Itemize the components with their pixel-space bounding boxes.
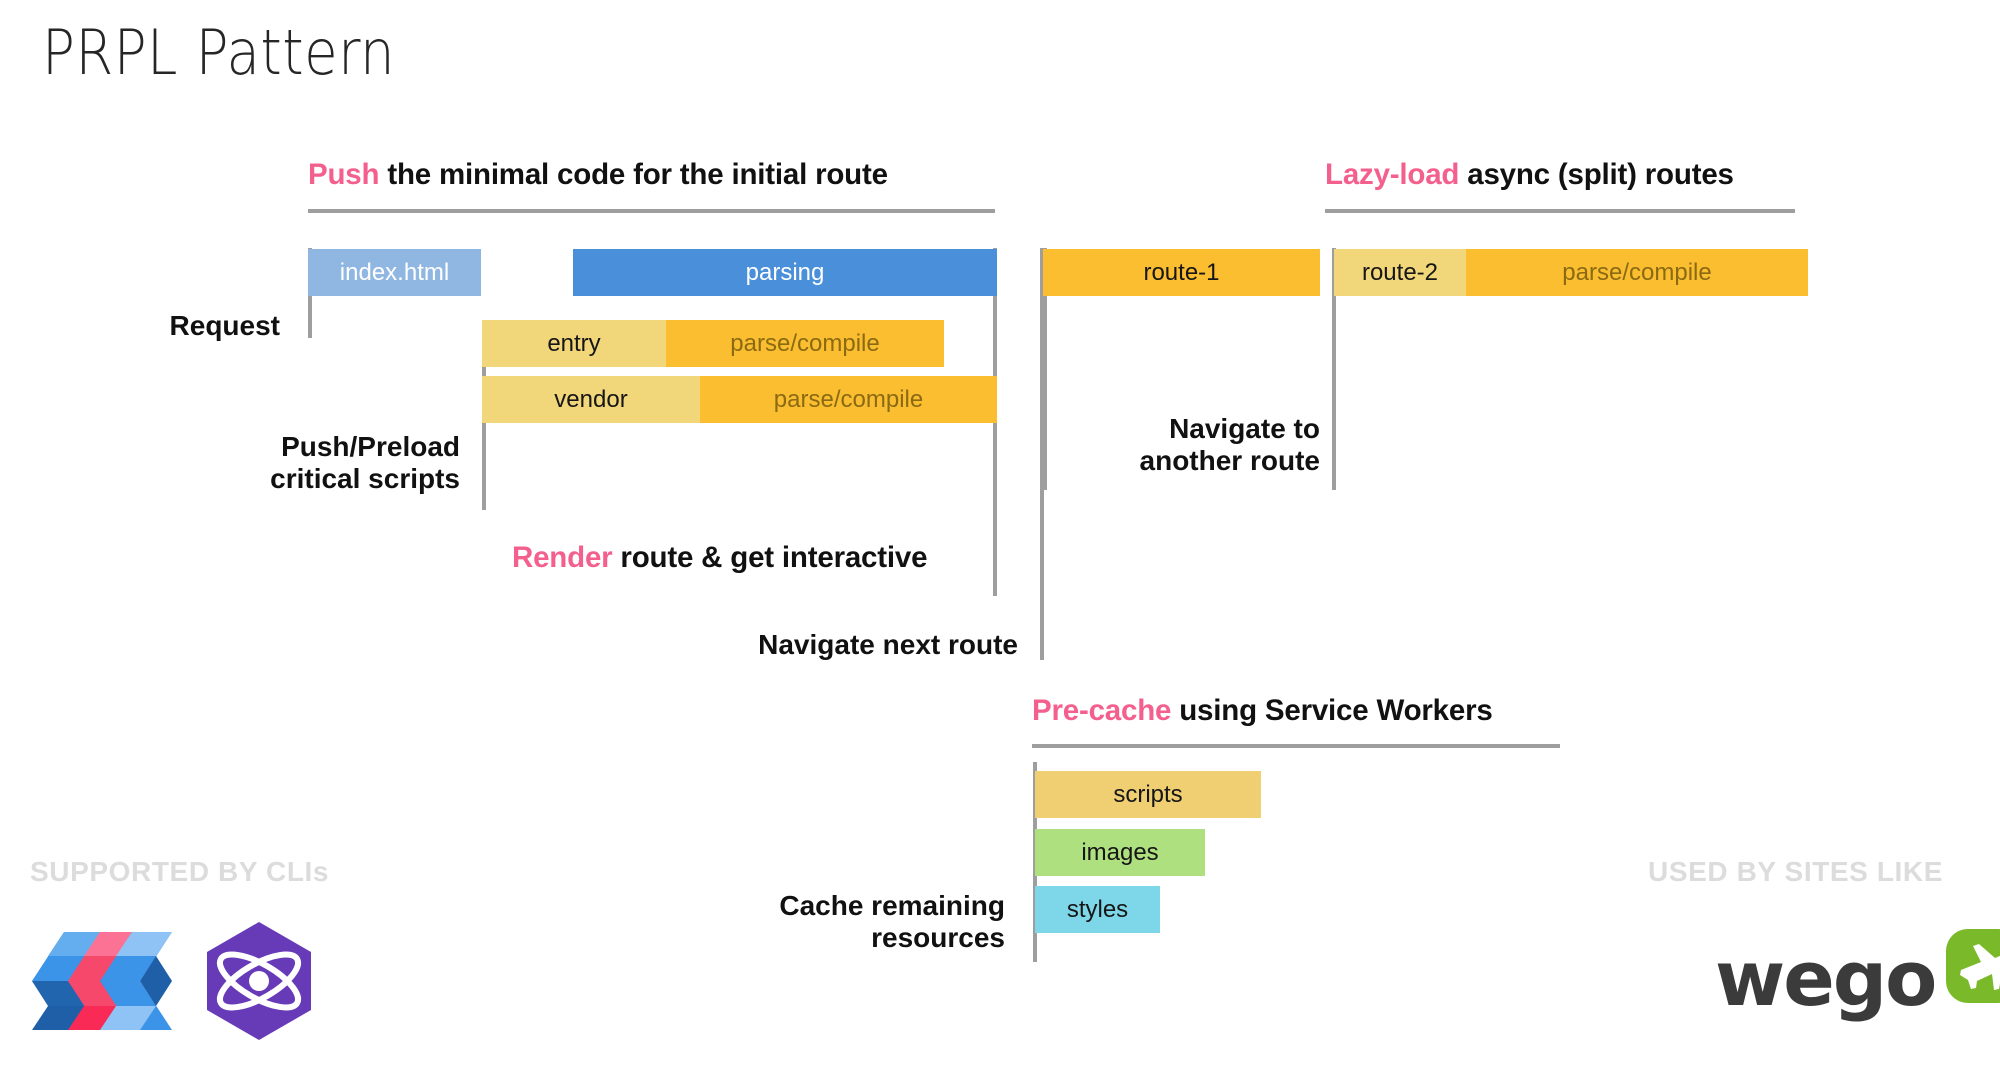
section-rule-lazy xyxy=(1325,209,1795,213)
wego-plane-icon xyxy=(1946,929,2000,1003)
bar-row-entry: entry parse/compile xyxy=(482,320,944,367)
bar-row-scripts: scripts xyxy=(1035,771,1261,818)
bar-segment-route-2-parse-compile[interactable]: parse/compile xyxy=(1466,249,1808,296)
section-heading-precache-accent: Pre-cache xyxy=(1032,694,1172,727)
bar-segment-entry[interactable]: entry xyxy=(482,320,666,367)
row-label-cache-remaining-resources: Cache remaining resources xyxy=(779,890,1005,954)
section-heading-precache: Pre-cache using Service Workers xyxy=(1032,694,1493,728)
bar-row-images: images xyxy=(1035,829,1205,876)
row-label-navigate-next-route: Navigate next route xyxy=(758,629,1018,660)
bar-segment-route-1[interactable]: route-1 xyxy=(1043,249,1320,296)
preact-logo xyxy=(198,920,320,1042)
footer-caption-supported-by: SUPPORTED BY CLIs xyxy=(30,856,330,887)
bar-row-route-1: route-1 xyxy=(1043,249,1320,296)
bar-segment-images[interactable]: images xyxy=(1035,829,1205,876)
polymer-logo xyxy=(32,925,172,1037)
bar-segment-parsing[interactable]: parsing xyxy=(573,249,997,296)
tick-navigate-next xyxy=(1040,248,1044,660)
bar-segment-index-html[interactable]: index.html xyxy=(308,249,481,296)
row-label-push-preload: Push/Preload critical scripts xyxy=(270,431,460,495)
footer-caption-used-by: USED BY SITES LIKE xyxy=(1648,856,1944,887)
bar-row-styles: styles xyxy=(1035,886,1160,933)
bar-row-route-2: route-2 parse/compile xyxy=(1334,249,1808,296)
bar-segment-styles[interactable]: styles xyxy=(1035,886,1160,933)
bar-row-parsing: parsing xyxy=(573,249,997,296)
section-heading-precache-rest: using Service Workers xyxy=(1171,694,1493,727)
bar-row-index-html: index.html xyxy=(308,249,481,296)
section-heading-push-rest: the minimal code for the initial route xyxy=(379,158,888,191)
section-heading-lazy-accent: Lazy-load xyxy=(1325,158,1460,191)
section-heading-render-accent: Render xyxy=(512,541,613,574)
section-heading-render-rest: route & get interactive xyxy=(612,541,928,574)
bar-segment-route-2[interactable]: route-2 xyxy=(1334,249,1466,296)
row-label-request: Request xyxy=(169,310,280,341)
wego-logo-text: wego xyxy=(1715,934,1937,1023)
bar-segment-scripts[interactable]: scripts xyxy=(1035,771,1261,818)
preact-logo-icon xyxy=(207,922,311,1040)
wego-logo: wego xyxy=(1715,926,2000,1032)
section-heading-lazy: Lazy-load async (split) routes xyxy=(1325,158,1734,192)
section-heading-lazy-rest: async (split) routes xyxy=(1459,158,1734,191)
bar-row-vendor: vendor parse/compile xyxy=(482,376,997,423)
page-title: PRPL Pattern xyxy=(42,16,396,89)
row-label-navigate-another-route: Navigate to another route xyxy=(1139,413,1320,477)
tick-route-2 xyxy=(1332,248,1336,490)
section-heading-push-accent: Push xyxy=(308,158,380,191)
section-heading-push: Push the minimal code for the initial ro… xyxy=(308,158,888,192)
bar-segment-vendor-parse-compile[interactable]: parse/compile xyxy=(700,376,997,423)
section-heading-render: Render route & get interactive xyxy=(512,541,928,575)
section-rule-precache xyxy=(1032,744,1560,748)
tick-route-1 xyxy=(1043,248,1047,490)
bar-segment-vendor[interactable]: vendor xyxy=(482,376,700,423)
section-rule-push xyxy=(308,209,995,213)
polymer-logo-icon xyxy=(32,932,172,1030)
bar-segment-entry-parse-compile[interactable]: parse/compile xyxy=(666,320,944,367)
